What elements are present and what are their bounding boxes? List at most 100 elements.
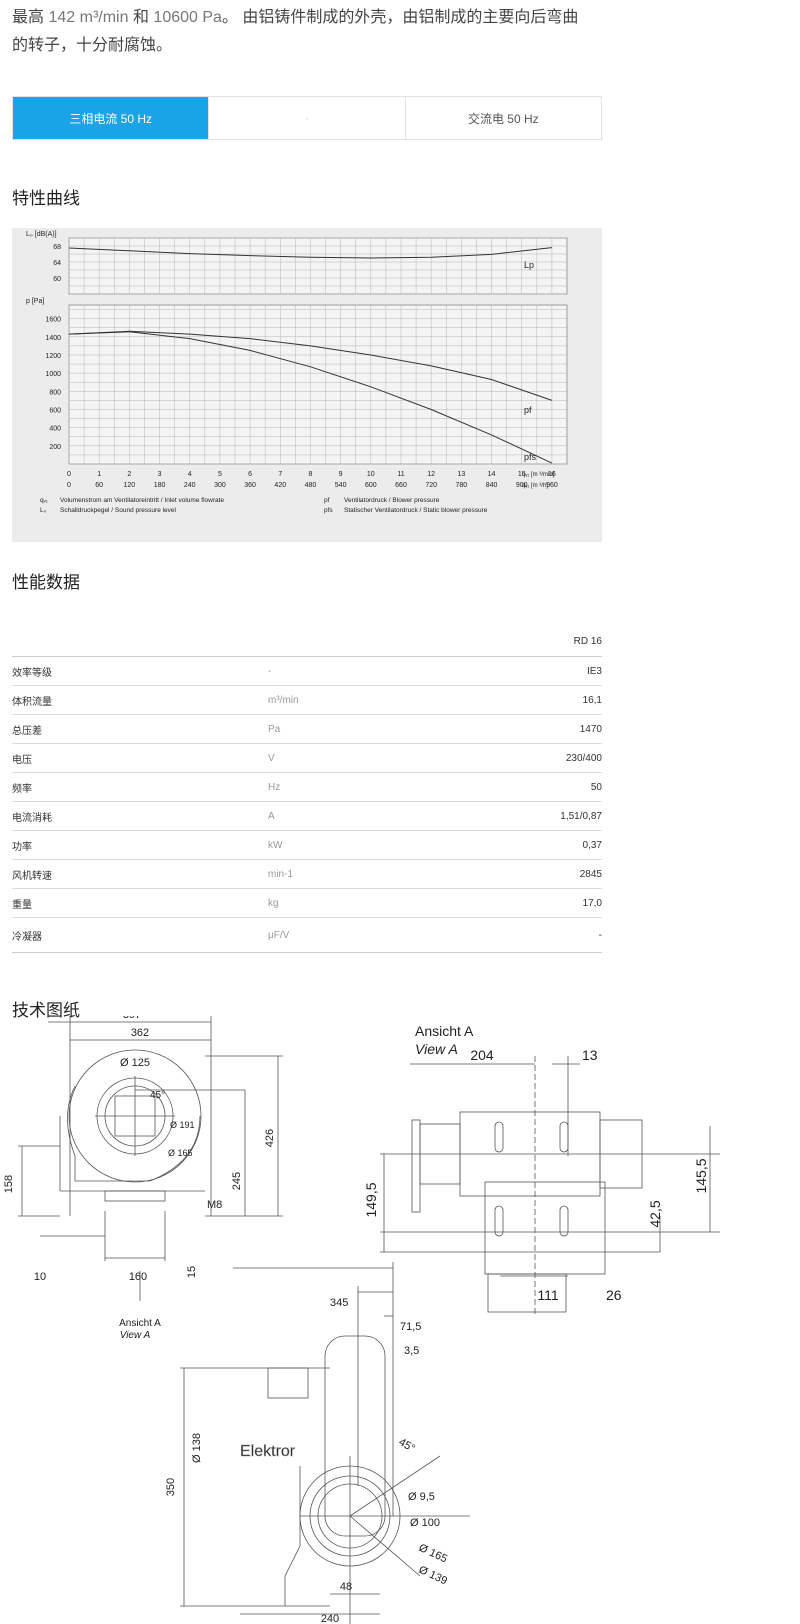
y-tick-label: 1200 [45, 353, 61, 360]
x-tick-label-m3min: 11 [397, 471, 404, 478]
y-tick-label: 64 [53, 260, 61, 267]
dim-m8: M8 [207, 1199, 222, 1211]
dim-345: 345 [330, 1297, 348, 1309]
row-label: 效率等级 [12, 667, 52, 679]
x-tick-label-m3h: 720 [425, 482, 437, 489]
row-value: - [598, 929, 602, 941]
y-tick-label: 1400 [45, 335, 61, 342]
row-unit: V [268, 752, 275, 764]
y-tick-label: 1000 [45, 371, 61, 378]
x-axis-unit-m3min: qᵥ₁ [m ³/min] [522, 472, 555, 478]
y-tick-label: 1600 [45, 317, 61, 324]
legend-symbol: pfs [324, 507, 333, 514]
dim-angle-45b: 45° [397, 1436, 417, 1455]
dim-diameter-139: Ø 139 [417, 1564, 449, 1588]
legend-symbol: qᵥ₁ [40, 497, 49, 504]
x-tick-label-m3h: 480 [305, 482, 317, 489]
intro-flow-value: 142 m³/min [48, 9, 129, 26]
x-tick-label-m3h: 780 [456, 482, 468, 489]
x-tick-label-m3min: 13 [457, 471, 465, 478]
table-row: 电流消耗 A 1,51/0,87 [12, 802, 602, 831]
row-unit: m³/min [268, 694, 299, 706]
table-row: 频率 Hz 50 [12, 773, 602, 802]
intro-text: 最高 [12, 9, 45, 26]
x-tick-label-m3h: 180 [154, 482, 166, 489]
x-tick-label-m3min: 3 [158, 471, 162, 478]
dim-48: 48 [340, 1581, 352, 1593]
row-unit: kg [268, 897, 279, 909]
x-tick-label-m3h: 60 [95, 482, 103, 489]
dim-diameter-9-5: Ø 9,5 [408, 1491, 435, 1503]
plot-panel [68, 237, 568, 295]
x-tick-label-m3h: 240 [184, 482, 196, 489]
row-unit: kW [268, 839, 283, 851]
x-tick-label-m3min: 6 [248, 471, 252, 478]
row-unit: μF/V [268, 929, 290, 941]
row-label: 体积流量 [12, 696, 52, 708]
x-tick-label-m3h: 840 [486, 482, 498, 489]
dim-diameter-100: Ø 100 [410, 1517, 440, 1529]
row-label: 电流消耗 [12, 812, 52, 824]
row-unit: min-1 [268, 868, 294, 880]
table-row: 风机转速 min-1 2845 [12, 860, 602, 889]
tab-alternating-current[interactable]: 交流电 50 Hz [467, 111, 539, 126]
legend-symbol: L₀ [40, 507, 47, 514]
intro-text: 的转子，十分耐腐蚀。 [12, 37, 173, 54]
y-tick-label: 60 [53, 276, 61, 283]
x-tick-label-m3h: 300 [214, 482, 226, 489]
row-value: 230/400 [565, 752, 602, 764]
x-tick-label-m3min: 4 [188, 471, 192, 478]
row-value: 50 [590, 781, 602, 793]
series-line-Lp [68, 247, 552, 259]
dim-42-5: 42,5 [647, 1200, 663, 1227]
dim-diameter-138: Ø 138 [191, 1433, 203, 1463]
x-tick-label-m3h: 0 [67, 482, 71, 489]
x-tick-label-m3min: 14 [488, 471, 496, 478]
intro-text: 。 由铝铸件制成的外壳，由铝制成的主要向后弯曲 [221, 9, 579, 26]
x-tick-label-m3h: 420 [274, 482, 286, 489]
x-tick-label-m3h: 960 [546, 482, 558, 489]
x-tick-label-m3min: 10 [367, 471, 375, 478]
row-unit: A [268, 810, 275, 822]
row-label: 重量 [12, 899, 32, 911]
plot-panel [68, 304, 568, 465]
row-unit: - [268, 665, 272, 677]
section-title-performance: 性能数据 [12, 573, 80, 592]
series-label-lp: Lp [524, 260, 534, 270]
row-unit: Hz [268, 781, 281, 793]
row-value: 0,37 [582, 839, 602, 851]
label-ansicht-a-front: Ansicht A [119, 1318, 161, 1329]
tab-three-phase[interactable]: 三相电流 50 Hz [13, 97, 210, 139]
dim-3-5: 3,5 [404, 1345, 419, 1357]
dim-angle-45: 45° [150, 1090, 165, 1101]
x-tick-label-m3h: 360 [244, 482, 256, 489]
row-label: 功率 [12, 841, 32, 853]
dim-diameter-165: Ø 165 [168, 1148, 193, 1158]
intro-text: 和 [132, 9, 149, 26]
row-label: 频率 [12, 783, 32, 795]
x-axis-unit-m3h: qᵥ₁ [m ³/h] [522, 483, 548, 489]
tab-placeholder[interactable]: · [209, 97, 406, 139]
row-label: 风机转速 [12, 870, 52, 882]
row-value: 1,51/0,87 [560, 810, 602, 822]
legend-text: Statischer Ventilatordruck / Static blow… [344, 507, 488, 514]
dim-111: 111 [537, 1287, 558, 1303]
x-tick-label-m3min: 1 [97, 471, 101, 478]
series-line-pfs [68, 331, 553, 464]
table-header-row: RD 16 [12, 626, 602, 657]
x-tick-label-m3min: 0 [67, 471, 71, 478]
x-tick-label-m3min: 2 [127, 471, 131, 478]
x-tick-label-m3min: 15 [518, 471, 526, 478]
dim-26: 26 [606, 1287, 622, 1303]
row-label: 电压 [12, 754, 32, 766]
y-axis-label: p [Pa] [26, 298, 44, 305]
legend-text: Ventilatordruck / Blower pressure [344, 497, 440, 504]
row-value: 2845 [579, 868, 602, 880]
intro-pressure-value: 10600 Pa [153, 9, 222, 26]
model-name: RD 16 [573, 635, 602, 647]
x-tick-label-m3min: 9 [339, 471, 343, 478]
